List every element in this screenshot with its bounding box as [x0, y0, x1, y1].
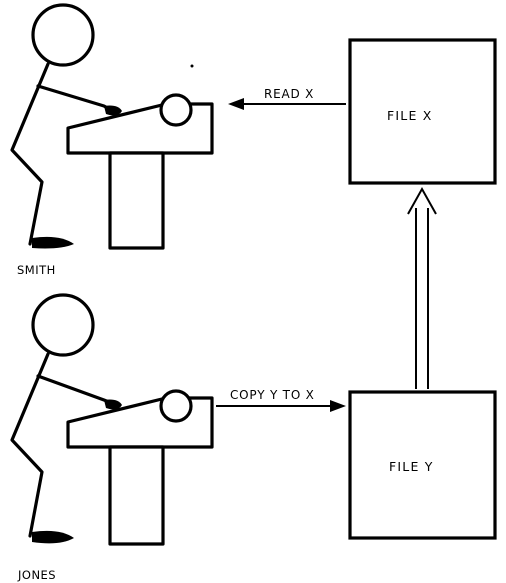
- jones-head: [31, 293, 95, 357]
- read-x-arrowhead: [228, 98, 244, 110]
- stray-dot: [190, 64, 194, 68]
- smith-hand: [104, 105, 122, 116]
- jones-hand: [104, 399, 122, 410]
- jones-foot: [32, 530, 74, 544]
- file-x-label: FILE X: [387, 108, 432, 123]
- smith-arm: [36, 84, 116, 114]
- smith-foot: [32, 236, 74, 249]
- smith-label: SMITH: [17, 263, 56, 277]
- copy-label: COPY Y TO X: [230, 388, 315, 402]
- jones-desk-stand: [108, 445, 165, 546]
- y-to-x-arrowhead: [407, 186, 437, 215]
- jones-arm: [36, 374, 116, 406]
- read-x-label: READ X: [264, 87, 314, 101]
- y-to-x-double-arrow: [407, 186, 437, 389]
- jones-desk: [66, 396, 214, 449]
- jones-body: [10, 352, 50, 538]
- smith-body: [10, 62, 50, 246]
- jones-terminal: [66, 389, 214, 546]
- smith-figure: [10, 3, 116, 246]
- copy-arrowhead: [330, 400, 346, 412]
- file-x-box: [348, 38, 497, 185]
- smith-terminal-knob: [159, 93, 193, 127]
- file-y-box: [348, 390, 497, 540]
- smith-terminal: [66, 93, 214, 250]
- smith-desk-stand: [108, 151, 165, 250]
- jones-label: JONES: [17, 568, 56, 582]
- jones-terminal-knob: [159, 389, 193, 423]
- file-y-label: FILE Y: [389, 459, 434, 474]
- smith-head: [31, 3, 95, 67]
- smith-desk: [66, 102, 214, 155]
